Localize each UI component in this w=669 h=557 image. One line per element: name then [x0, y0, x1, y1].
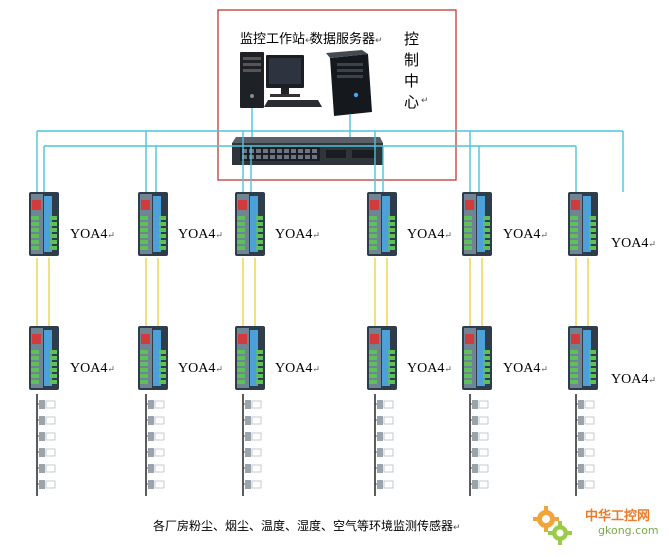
converter-module-top-1 — [29, 192, 59, 256]
sensor-icon — [470, 480, 489, 489]
sensor-icon — [470, 432, 489, 441]
sensor-icon — [375, 416, 394, 425]
sensor-icon — [37, 416, 56, 425]
sensor-column-6 — [575, 394, 595, 496]
sensor-icon — [576, 416, 595, 425]
control-center-title-char-1: 控 — [404, 30, 420, 48]
converter-module-bottom-4 — [367, 326, 397, 390]
sensor-column-2 — [145, 394, 165, 496]
control-center-title-char-4: 心 — [404, 93, 420, 111]
sensor-icon — [37, 480, 56, 489]
sensor-icon — [576, 448, 595, 457]
enter-mark: ↵ — [305, 36, 313, 46]
sensor-icon — [37, 448, 56, 457]
converter-module-bottom-5 — [462, 326, 492, 390]
sensor-icon — [375, 464, 394, 473]
converter-module-top-3 — [235, 192, 265, 256]
sensor-icon — [146, 432, 165, 441]
module-label-top-2: YOA4↵ — [178, 227, 223, 242]
module-label-bottom-6: YOA4↵ — [611, 372, 656, 387]
sensor-icon — [470, 448, 489, 457]
control-center-title-char-2: 制 — [404, 51, 420, 69]
sensor-icon — [37, 432, 56, 441]
sensor-icon — [243, 416, 262, 425]
sensor-icon — [470, 400, 489, 409]
sensor-icon — [243, 400, 262, 409]
sensor-icon — [375, 480, 394, 489]
sensor-icon — [375, 448, 394, 457]
network-backbone — [36, 130, 624, 192]
sensor-icon — [37, 464, 56, 473]
converter-module-top-6 — [568, 192, 598, 256]
watermark-en: gkong.com — [598, 524, 659, 537]
module-label-top-1: YOA4↵ — [70, 227, 115, 242]
module-label-bottom-5: YOA4↵ — [503, 361, 548, 376]
sensor-icon — [243, 432, 262, 441]
sensor-icon — [375, 400, 394, 409]
sensor-column-5 — [469, 394, 489, 496]
pc-links — [251, 108, 351, 137]
module-label-top-6: YOA4↵ — [611, 236, 656, 251]
sensor-icon — [375, 432, 394, 441]
sensor-column-4 — [374, 394, 394, 496]
sensor-icon — [146, 480, 165, 489]
module-label-bottom-1: YOA4↵ — [70, 361, 115, 376]
enter-mark: ↵ — [421, 96, 429, 106]
converter-module-bottom-2 — [138, 326, 168, 390]
server-label: 数据服务器↵ — [310, 32, 383, 47]
converter-module-top-5 — [462, 192, 492, 256]
sensor-icon — [243, 480, 262, 489]
converter-module-bottom-1 — [29, 326, 59, 390]
sensor-icon — [146, 448, 165, 457]
sensor-icon — [243, 448, 262, 457]
converter-module-top-4 — [367, 192, 397, 256]
watermark-cn: 中华工控网 — [585, 509, 651, 524]
sensor-icon — [146, 416, 165, 425]
converter-module-bottom-3 — [235, 326, 265, 390]
sensor-icon — [146, 400, 165, 409]
sensor-column-3 — [242, 394, 262, 496]
workstation-label: 监控工作站↵ — [240, 32, 313, 47]
workstation-icon — [240, 52, 322, 108]
module-label-bottom-4: YOA4↵ — [407, 361, 452, 376]
data-server-icon — [326, 50, 372, 116]
module-label-top-4: YOA4↵ — [407, 227, 452, 242]
sensor-icon — [146, 464, 165, 473]
sensor-caption: 各厂房粉尘、烟尘、温度、湿度、空气等环境监测传感器↵ — [153, 519, 461, 533]
sensor-icon — [243, 464, 262, 473]
control-center-title-char-3: 中 — [404, 72, 420, 90]
sensor-icon — [37, 400, 56, 409]
fiber-links — [36, 258, 589, 326]
sensor-icon — [470, 464, 489, 473]
sensor-column-1 — [36, 394, 56, 496]
module-label-bottom-3: YOA4↵ — [275, 361, 320, 376]
sensor-icon — [576, 464, 595, 473]
network-switch-icon — [232, 137, 383, 165]
sensor-icon — [470, 416, 489, 425]
sensor-icon — [576, 432, 595, 441]
sensor-icon — [576, 480, 595, 489]
sensor-icon — [576, 400, 595, 409]
gear-icon — [533, 506, 572, 545]
module-label-bottom-2: YOA4↵ — [178, 361, 223, 376]
module-label-top-3: YOA4↵ — [275, 227, 320, 242]
enter-mark: ↵ — [375, 36, 383, 46]
module-label-top-5: YOA4↵ — [503, 227, 548, 242]
control-center-frame — [217, 9, 457, 181]
converter-module-bottom-6 — [568, 326, 598, 390]
converter-module-top-2 — [138, 192, 168, 256]
